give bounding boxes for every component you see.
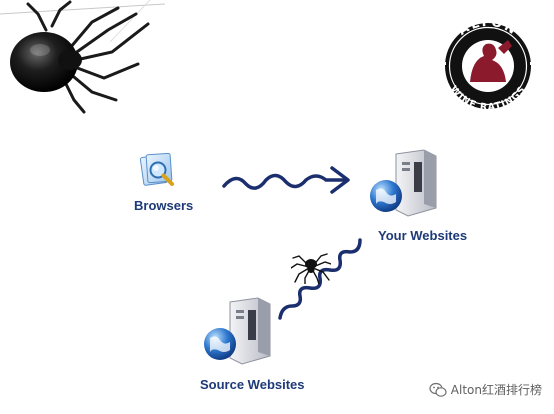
source-websites-label: Source Websites (200, 377, 305, 392)
alton-logo: ALTON WINE RATINGS (440, 22, 536, 110)
server-globe-icon (204, 297, 271, 365)
watermark-text: Alton红酒排行榜 (450, 383, 542, 397)
wechat-icon (429, 382, 447, 397)
spider-illustration (0, 0, 165, 114)
spider-icon (291, 253, 331, 284)
your-websites-label: Your Websites (378, 228, 468, 243)
watermark: Alton红酒排行榜 (429, 381, 542, 398)
browsers-label: Browsers (134, 198, 194, 213)
flow-line-source-to-your-websites (278, 238, 362, 320)
browser-magnifier-icon (139, 152, 174, 186)
server-globe-icon (370, 149, 437, 217)
flow-arrow-browsers-to-your-websites (222, 166, 350, 194)
